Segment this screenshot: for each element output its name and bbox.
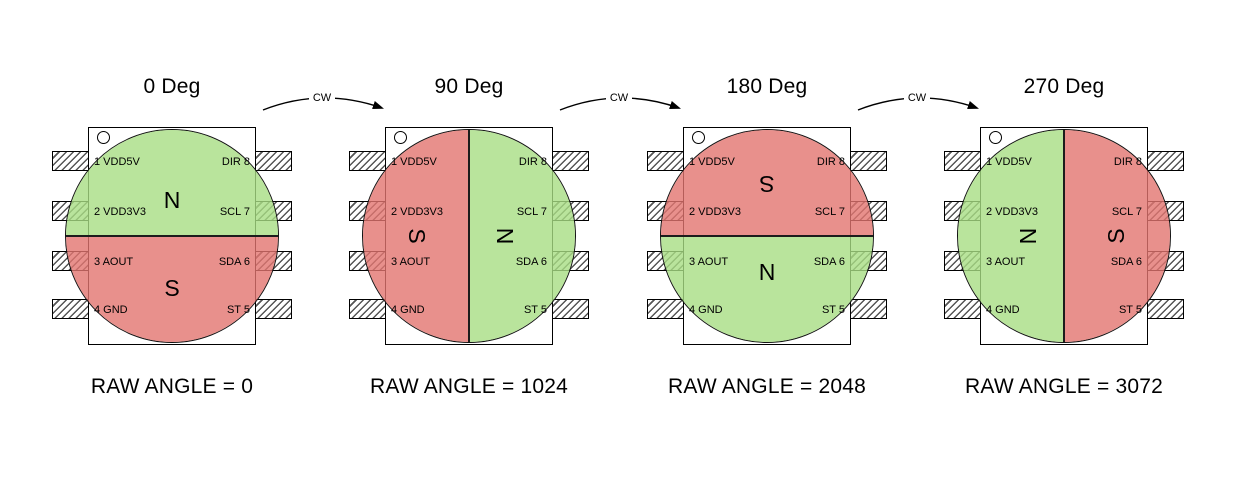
pin-label-scl: SCL 7 [516,206,547,218]
raw-angle-caption: RAW ANGLE = 1024 [370,375,568,398]
raw-angle-caption: RAW ANGLE = 3072 [965,375,1163,398]
pin-label-scl: SCL 7 [814,206,845,218]
pin1-indicator-icon [692,131,705,144]
pin-label-gnd: 4 GND [94,304,128,316]
cw-label-bg [606,90,632,105]
pin-label-vdd3v3: 2 VDD3V3 [391,206,443,218]
step-270deg: 270 Deg N S 1 VDD5V 2 VDD3V3 3 AOUT 4 GN… [940,60,1188,430]
step-90deg: 90 Deg N S 1 VDD5V 2 VDD3V3 3 AOUT 4 GND… [345,60,593,430]
pin1-indicator-icon [97,131,110,144]
pin-label-scl: SCL 7 [219,206,250,218]
magnet-north-half [661,236,873,342]
raw-angle-caption: RAW ANGLE = 0 [90,375,254,398]
pin-label-st: ST 5 [1118,304,1142,316]
magnet-north-half [66,130,278,236]
cw-label: CW [610,92,629,104]
pin-label-vdd3v3: 2 VDD3V3 [986,206,1038,218]
pin-label-dir: DIR 8 [816,156,845,168]
pin-label-sda: SDA 6 [1110,256,1142,268]
cw-arrow-3: CW [857,90,979,111]
step-180deg: 180 Deg N S 1 VDD5V 2 VDD3V3 3 AOUT 4 GN… [643,60,891,430]
pin-label-aout: 3 AOUT [986,256,1026,268]
pin-label-vdd5v: 1 VDD5V [94,156,140,168]
pin-label-sda: SDA 6 [218,256,250,268]
pin1-indicator-icon [989,131,1002,144]
step-0deg: 0 Deg N S 1 VDD5V 2 VDD3V3 3 AOUT 4 GND … [48,60,296,430]
magnet-pole-divider [66,235,278,237]
pin-label-sda: SDA 6 [813,256,845,268]
cw-label-bg [904,90,930,105]
pin-label-dir: DIR 8 [1113,156,1142,168]
pin-label-st: ST 5 [523,304,547,316]
pin-label-gnd: 4 GND [391,304,425,316]
pin-label-vdd5v: 1 VDD5V [689,156,735,168]
cw-label-bg [309,90,335,105]
magnet-south-half [66,236,278,342]
cw-label: CW [908,92,927,104]
pin-label-vdd3v3: 2 VDD3V3 [94,206,146,218]
cw-arrow-1: CW [262,90,384,111]
pin-label-dir: DIR 8 [518,156,547,168]
south-pole-label: S [759,171,775,197]
pin-label-st: ST 5 [821,304,845,316]
pin-label-vdd3v3: 2 VDD3V3 [689,206,741,218]
magnet: N S [65,129,279,343]
step-title: 180 Deg [726,75,808,98]
pin-label-st: ST 5 [226,304,250,316]
pin-label-dir: DIR 8 [221,156,250,168]
cw-label: CW [313,92,332,104]
pin-label-sda: SDA 6 [515,256,547,268]
magnet-pole-divider [661,235,873,237]
step-title: 90 Deg [434,75,504,98]
pin-label-aout: 3 AOUT [391,256,431,268]
step-title: 270 Deg [1023,75,1105,98]
pin1-indicator-icon [394,131,407,144]
south-pole-label: S [164,275,180,301]
pin-label-vdd5v: 1 VDD5V [391,156,437,168]
north-pole-label: N [163,187,181,213]
pin-label-aout: 3 AOUT [689,256,729,268]
pin-label-vdd5v: 1 VDD5V [986,156,1032,168]
step-title: 0 Deg [143,75,201,98]
pin-label-gnd: 4 GND [689,304,723,316]
pin-label-scl: SCL 7 [1111,206,1142,218]
raw-angle-caption: RAW ANGLE = 2048 [668,375,866,398]
pin-label-aout: 3 AOUT [94,256,134,268]
pin-label-gnd: 4 GND [986,304,1020,316]
cw-arrow-2: CW [559,90,681,111]
